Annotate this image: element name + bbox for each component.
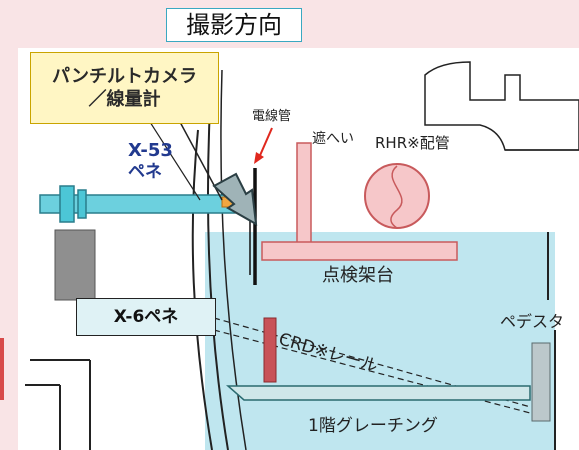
- pedestal-wall: [547, 232, 556, 450]
- grating: [226, 385, 531, 401]
- pcv-wall-left2: [220, 69, 247, 450]
- inspection-platform-label: 点検架台: [322, 265, 394, 286]
- crd-bar: [263, 317, 277, 383]
- water-region: [205, 232, 555, 450]
- x6-pene-label: X-6ペネ: [76, 298, 216, 336]
- rhr-pipe-curve: [390, 165, 403, 229]
- camera-label-line1: パンチルトカメラ: [52, 65, 197, 87]
- rhr-pipe: [364, 163, 430, 229]
- conduit-arrowhead: [254, 152, 264, 164]
- conduit-arrow: [257, 127, 273, 161]
- x6-block: [54, 229, 96, 301]
- camera-label-box: パンチルトカメラ ／線量計: [30, 52, 219, 124]
- shooting-direction-label: 撮影方向: [166, 8, 302, 42]
- shooting-direction-arrow: [212, 172, 258, 226]
- x53-label-1: X-53: [128, 140, 173, 161]
- pcv-wall-outer: [191, 129, 213, 450]
- inspection-platform: [261, 241, 458, 261]
- left-pink-margin: [0, 48, 18, 450]
- conduit-label: 電線管: [252, 109, 292, 124]
- pedestal-outline: [424, 61, 579, 151]
- x53-label-2: ペネ: [128, 162, 162, 182]
- pedestal-block: [531, 342, 551, 422]
- shield-label: 遮へい: [312, 131, 354, 147]
- shield-vertical: [296, 142, 312, 244]
- pedestal-label: ペデスタ: [500, 312, 565, 331]
- camera-leader-2: [149, 121, 201, 201]
- rhr-pipe-label: RHR※配管: [375, 134, 450, 152]
- x53-flange-2: [77, 189, 87, 219]
- left-red-mark: [0, 338, 4, 400]
- camera-label-line2: ／線量計: [88, 89, 161, 110]
- x53-flange: [59, 185, 75, 223]
- grating-label: 1階グレーチング: [308, 416, 438, 436]
